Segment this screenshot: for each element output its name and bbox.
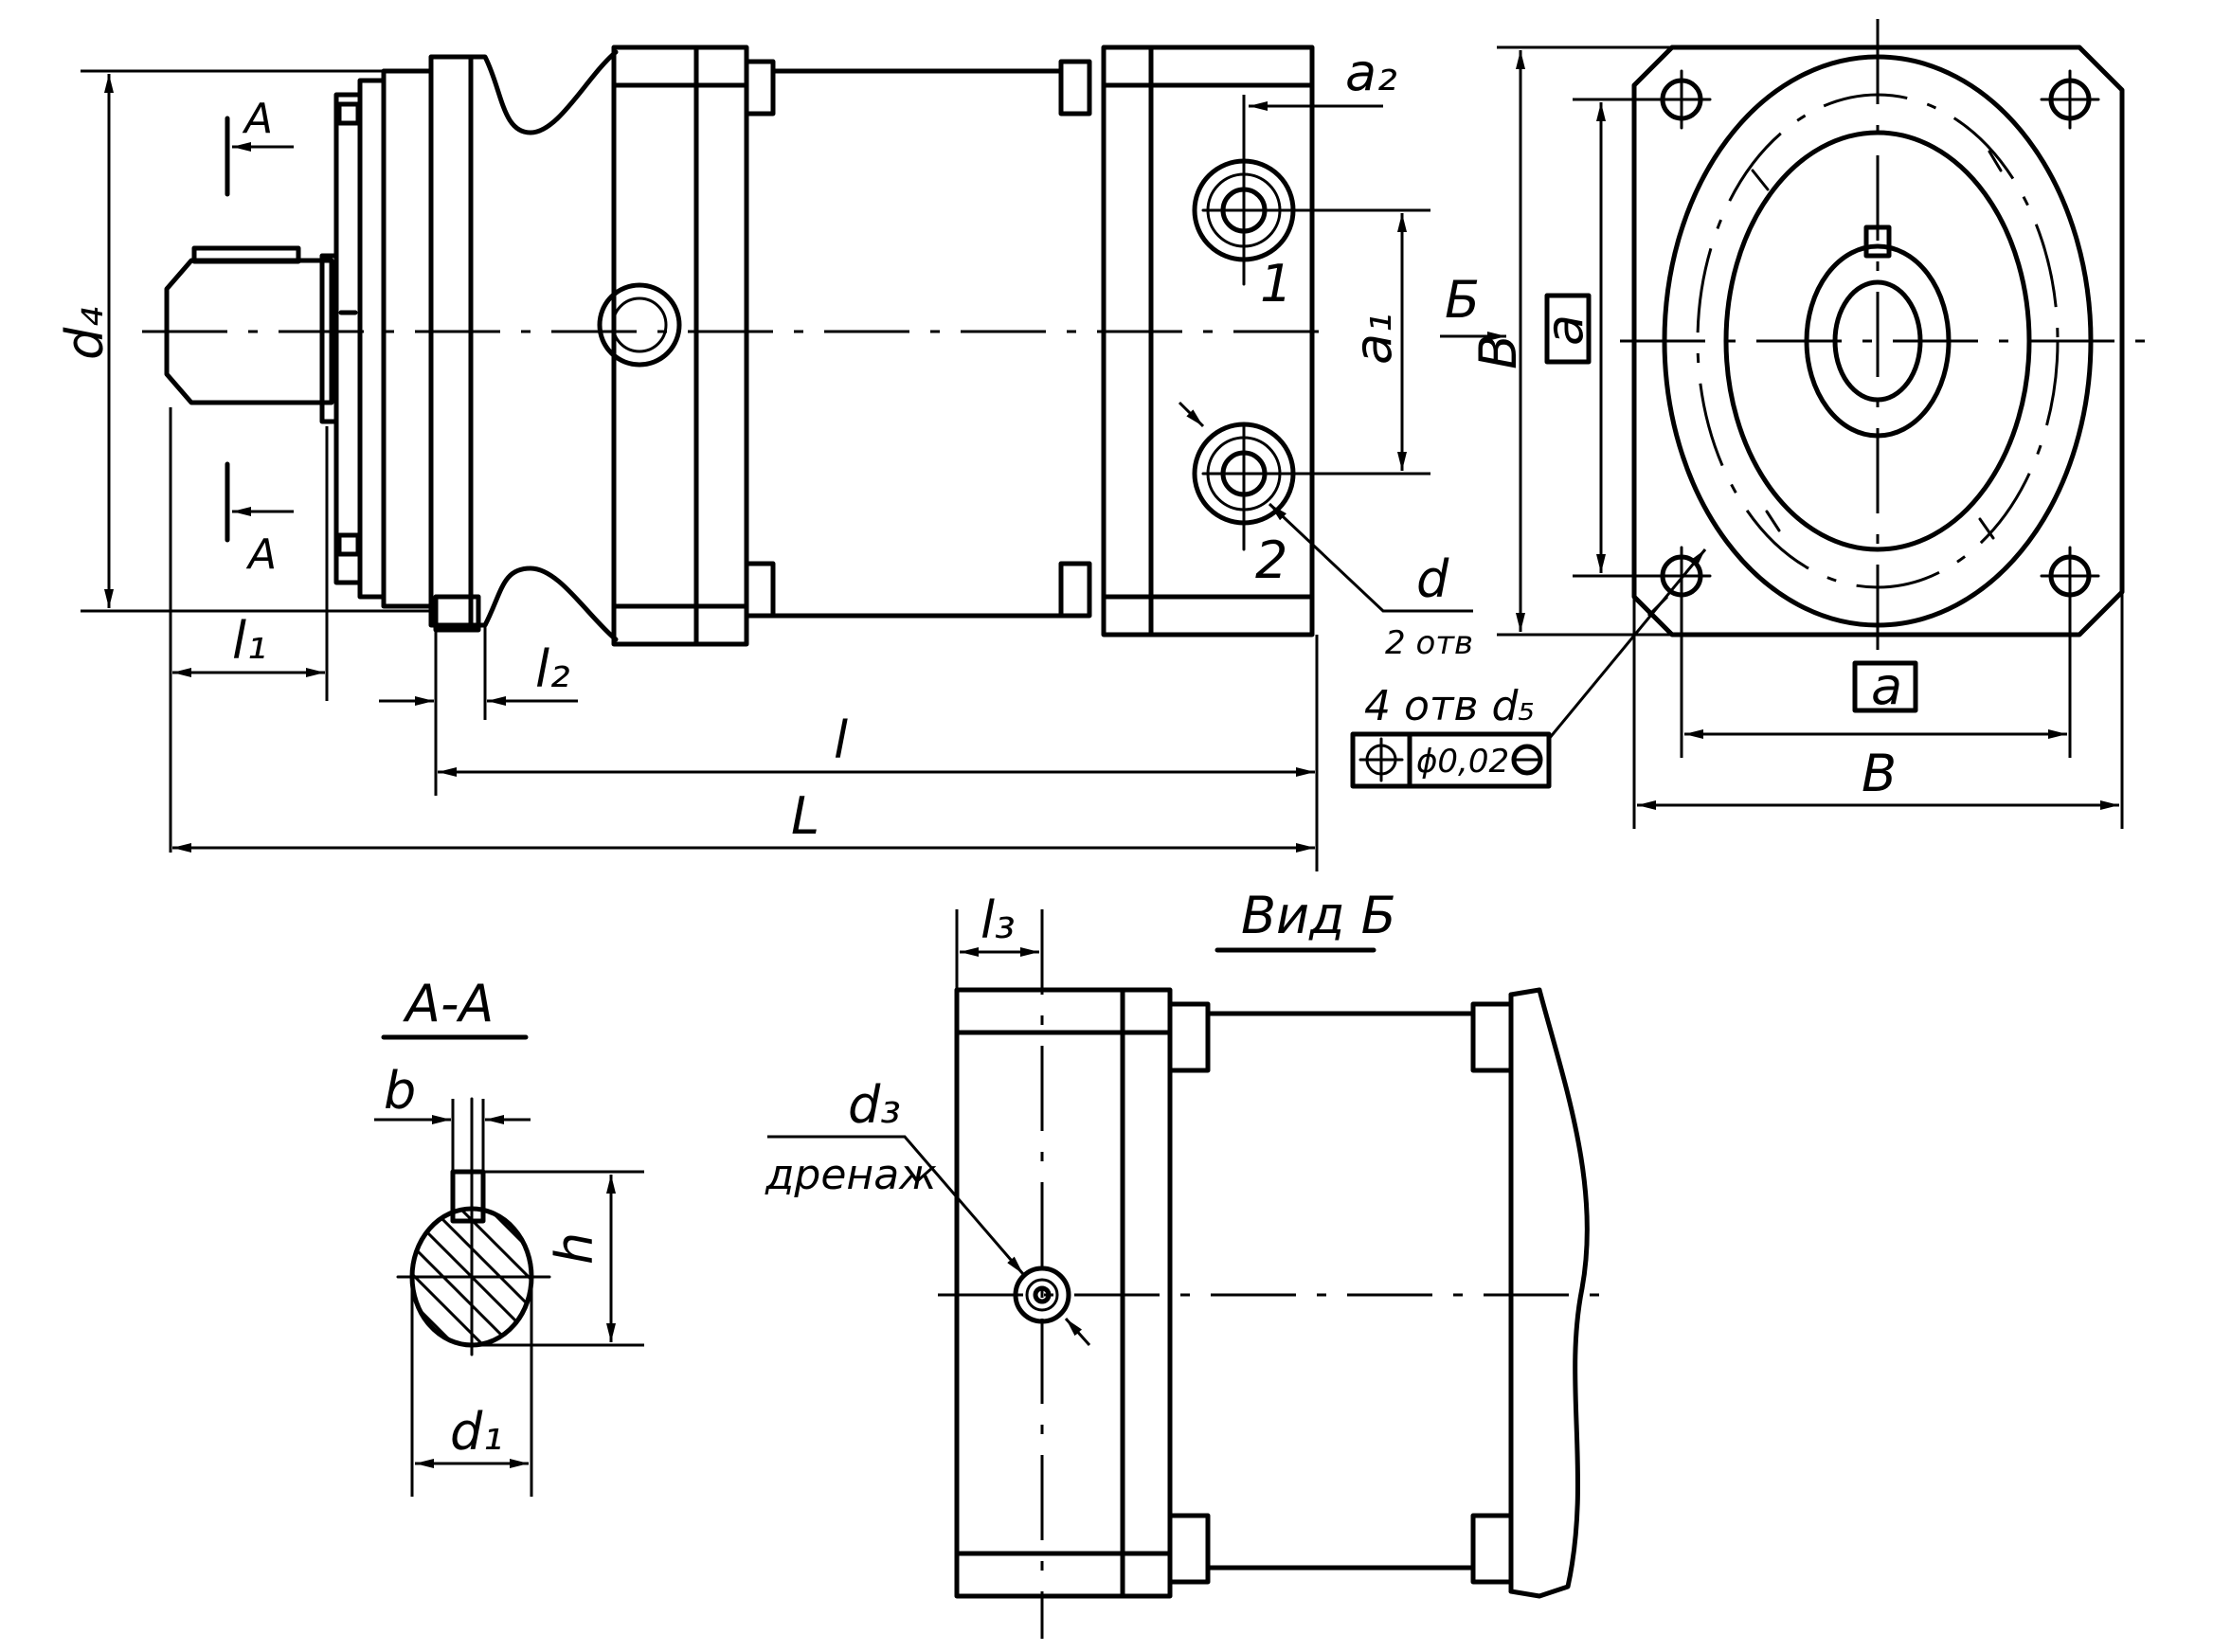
side-port <box>597 282 682 368</box>
broken-flange <box>1508 987 1590 1599</box>
end-view: B a a B 4 отв d₅ ϕ0,02 <box>1350 19 2150 829</box>
label-2-holes: 2 отв <box>1385 624 1473 662</box>
label-L: L <box>791 786 819 846</box>
bolt-head <box>1470 1001 1514 1073</box>
section-a-a: A-A b h d₁ <box>374 974 644 1497</box>
shaft <box>164 258 334 405</box>
basic-box-a-horizontal <box>1852 660 1918 713</box>
leader-4-holes <box>1547 548 1707 740</box>
label-B-width: B <box>1862 744 1897 803</box>
label-4-holes: 4 отв d₅ <box>1364 682 1535 730</box>
label-a-vertical: a <box>1535 314 1594 346</box>
view-b-block <box>954 987 1173 1599</box>
position-tolerance-frame: ϕ0,02 <box>1350 731 1552 789</box>
label-b: b <box>384 1061 416 1121</box>
label-a-horizontal: a <box>1871 656 1902 716</box>
leader-d3 <box>767 1135 1025 1275</box>
flange-plate-3 <box>381 68 434 609</box>
pump-block <box>1101 45 1315 637</box>
front-view: A A d₄ l₁ l₂ l L a₂ a₁ 1 2 <box>55 43 1506 871</box>
label-l: l <box>834 710 848 770</box>
bolt-head <box>1058 561 1092 619</box>
label-port-1: 1 <box>1260 254 1292 314</box>
neck-bottom <box>468 566 619 642</box>
label-l2: l₂ <box>535 639 570 699</box>
flange-plate-2 <box>357 78 387 600</box>
key-section <box>450 1169 486 1224</box>
label-d4: d₄ <box>55 307 115 360</box>
label-h: h <box>545 1232 604 1265</box>
bolt-head <box>1167 1001 1211 1073</box>
label-view-b-arrow: Б <box>1445 270 1480 330</box>
bolt-head <box>1470 1513 1514 1585</box>
section-label-a-bottom: A <box>245 530 277 579</box>
label-d: d <box>1416 549 1449 609</box>
bolt-head <box>744 59 776 117</box>
gear-housing <box>611 45 749 647</box>
label-d1: d₁ <box>450 1402 503 1462</box>
flange-plate-1 <box>333 92 363 585</box>
label-l1: l₁ <box>232 611 267 671</box>
bolt-head <box>744 561 776 619</box>
basic-box-a-vertical <box>1544 293 1592 365</box>
shaft-key <box>191 245 301 264</box>
tolerance-value: ϕ0,02 <box>1416 743 1509 781</box>
section-label-a-top: A <box>242 95 273 143</box>
leader-d <box>1268 502 1473 613</box>
label-a2: a₂ <box>1345 43 1397 102</box>
neck-top <box>468 49 619 135</box>
label-l3: l₃ <box>981 890 1016 950</box>
mount-flange <box>428 54 474 628</box>
bolt-head <box>1167 1513 1211 1585</box>
label-B-height: B <box>1468 334 1528 369</box>
label-port-2: 2 <box>1255 530 1287 590</box>
label-a1: a₁ <box>1343 313 1403 365</box>
label-d3: d₃ <box>848 1075 901 1135</box>
view-b-title: Вид Б <box>1241 886 1396 945</box>
label-drain: дренаж <box>765 1151 937 1199</box>
view-b: Вид Б l₃ d₃ дренаж <box>765 886 1620 1639</box>
section-title: A-A <box>403 974 494 1033</box>
bolt-head <box>1058 59 1092 117</box>
corner-hole-tr <box>2040 69 2100 130</box>
end-flange <box>1631 45 2125 637</box>
